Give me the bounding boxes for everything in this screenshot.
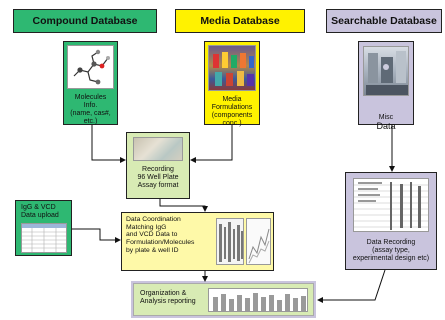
arrow-data-recording-to-organization xyxy=(317,269,386,303)
coordination-plot-left xyxy=(216,218,244,265)
well-plate-image xyxy=(133,137,183,161)
media-formulations-label: Media Formulations (components conc.) xyxy=(211,96,253,127)
misc-data-label: Misc Data xyxy=(359,106,413,132)
misc-data-card: Misc Data xyxy=(358,41,414,131)
searchable-database-header: Searchable Database xyxy=(326,9,442,33)
arrow-media-to-recording xyxy=(190,125,233,163)
igg-vcd-label: IgG & VCD Data upload xyxy=(21,204,59,219)
recording-label: Recording 96 Well Plate Assay format xyxy=(137,166,179,189)
organization-label: Organization & Analysis reporting xyxy=(140,290,196,305)
molecules-label: Molecules Info. (name, cas#, etc.) xyxy=(70,94,111,125)
media-database-header: Media Database xyxy=(175,9,305,33)
molecule-structure-image xyxy=(67,45,114,89)
data-sheet-image xyxy=(353,178,429,232)
organization-card: Organization & Analysis reporting xyxy=(133,283,314,316)
arrow-igg-to-coordination xyxy=(72,228,121,243)
spreadsheet-image xyxy=(21,223,67,253)
media-formulations-card: Media Formulations (components conc.) xyxy=(204,41,260,127)
media-bottles-image xyxy=(208,45,256,91)
coordination-plot-right xyxy=(246,218,271,265)
molecules-card: Molecules Info. (name, cas#, etc.) xyxy=(63,41,118,125)
misc-text: Misc xyxy=(378,114,394,121)
report-chart-image xyxy=(208,288,308,312)
arrow-molecules-to-recording xyxy=(91,125,126,163)
arrow-recording-to-coordination xyxy=(159,199,208,212)
recording-card: Recording 96 Well Plate Assay format xyxy=(126,132,190,199)
data-coordination-label: Data Coordination Matching IgG and VCD D… xyxy=(126,216,195,254)
data-coordination-card: Data Coordination Matching IgG and VCD D… xyxy=(121,212,274,271)
lab-equipment-image xyxy=(363,46,409,96)
igg-vcd-card: IgG & VCD Data upload xyxy=(15,200,72,256)
data-recording-card: Data Recording (assay type, experimental… xyxy=(345,172,437,270)
data-text: Data xyxy=(376,121,396,131)
data-recording-label: Data Recording (assay type, experimental… xyxy=(352,239,430,262)
compound-database-header: Compound Database xyxy=(13,9,157,33)
